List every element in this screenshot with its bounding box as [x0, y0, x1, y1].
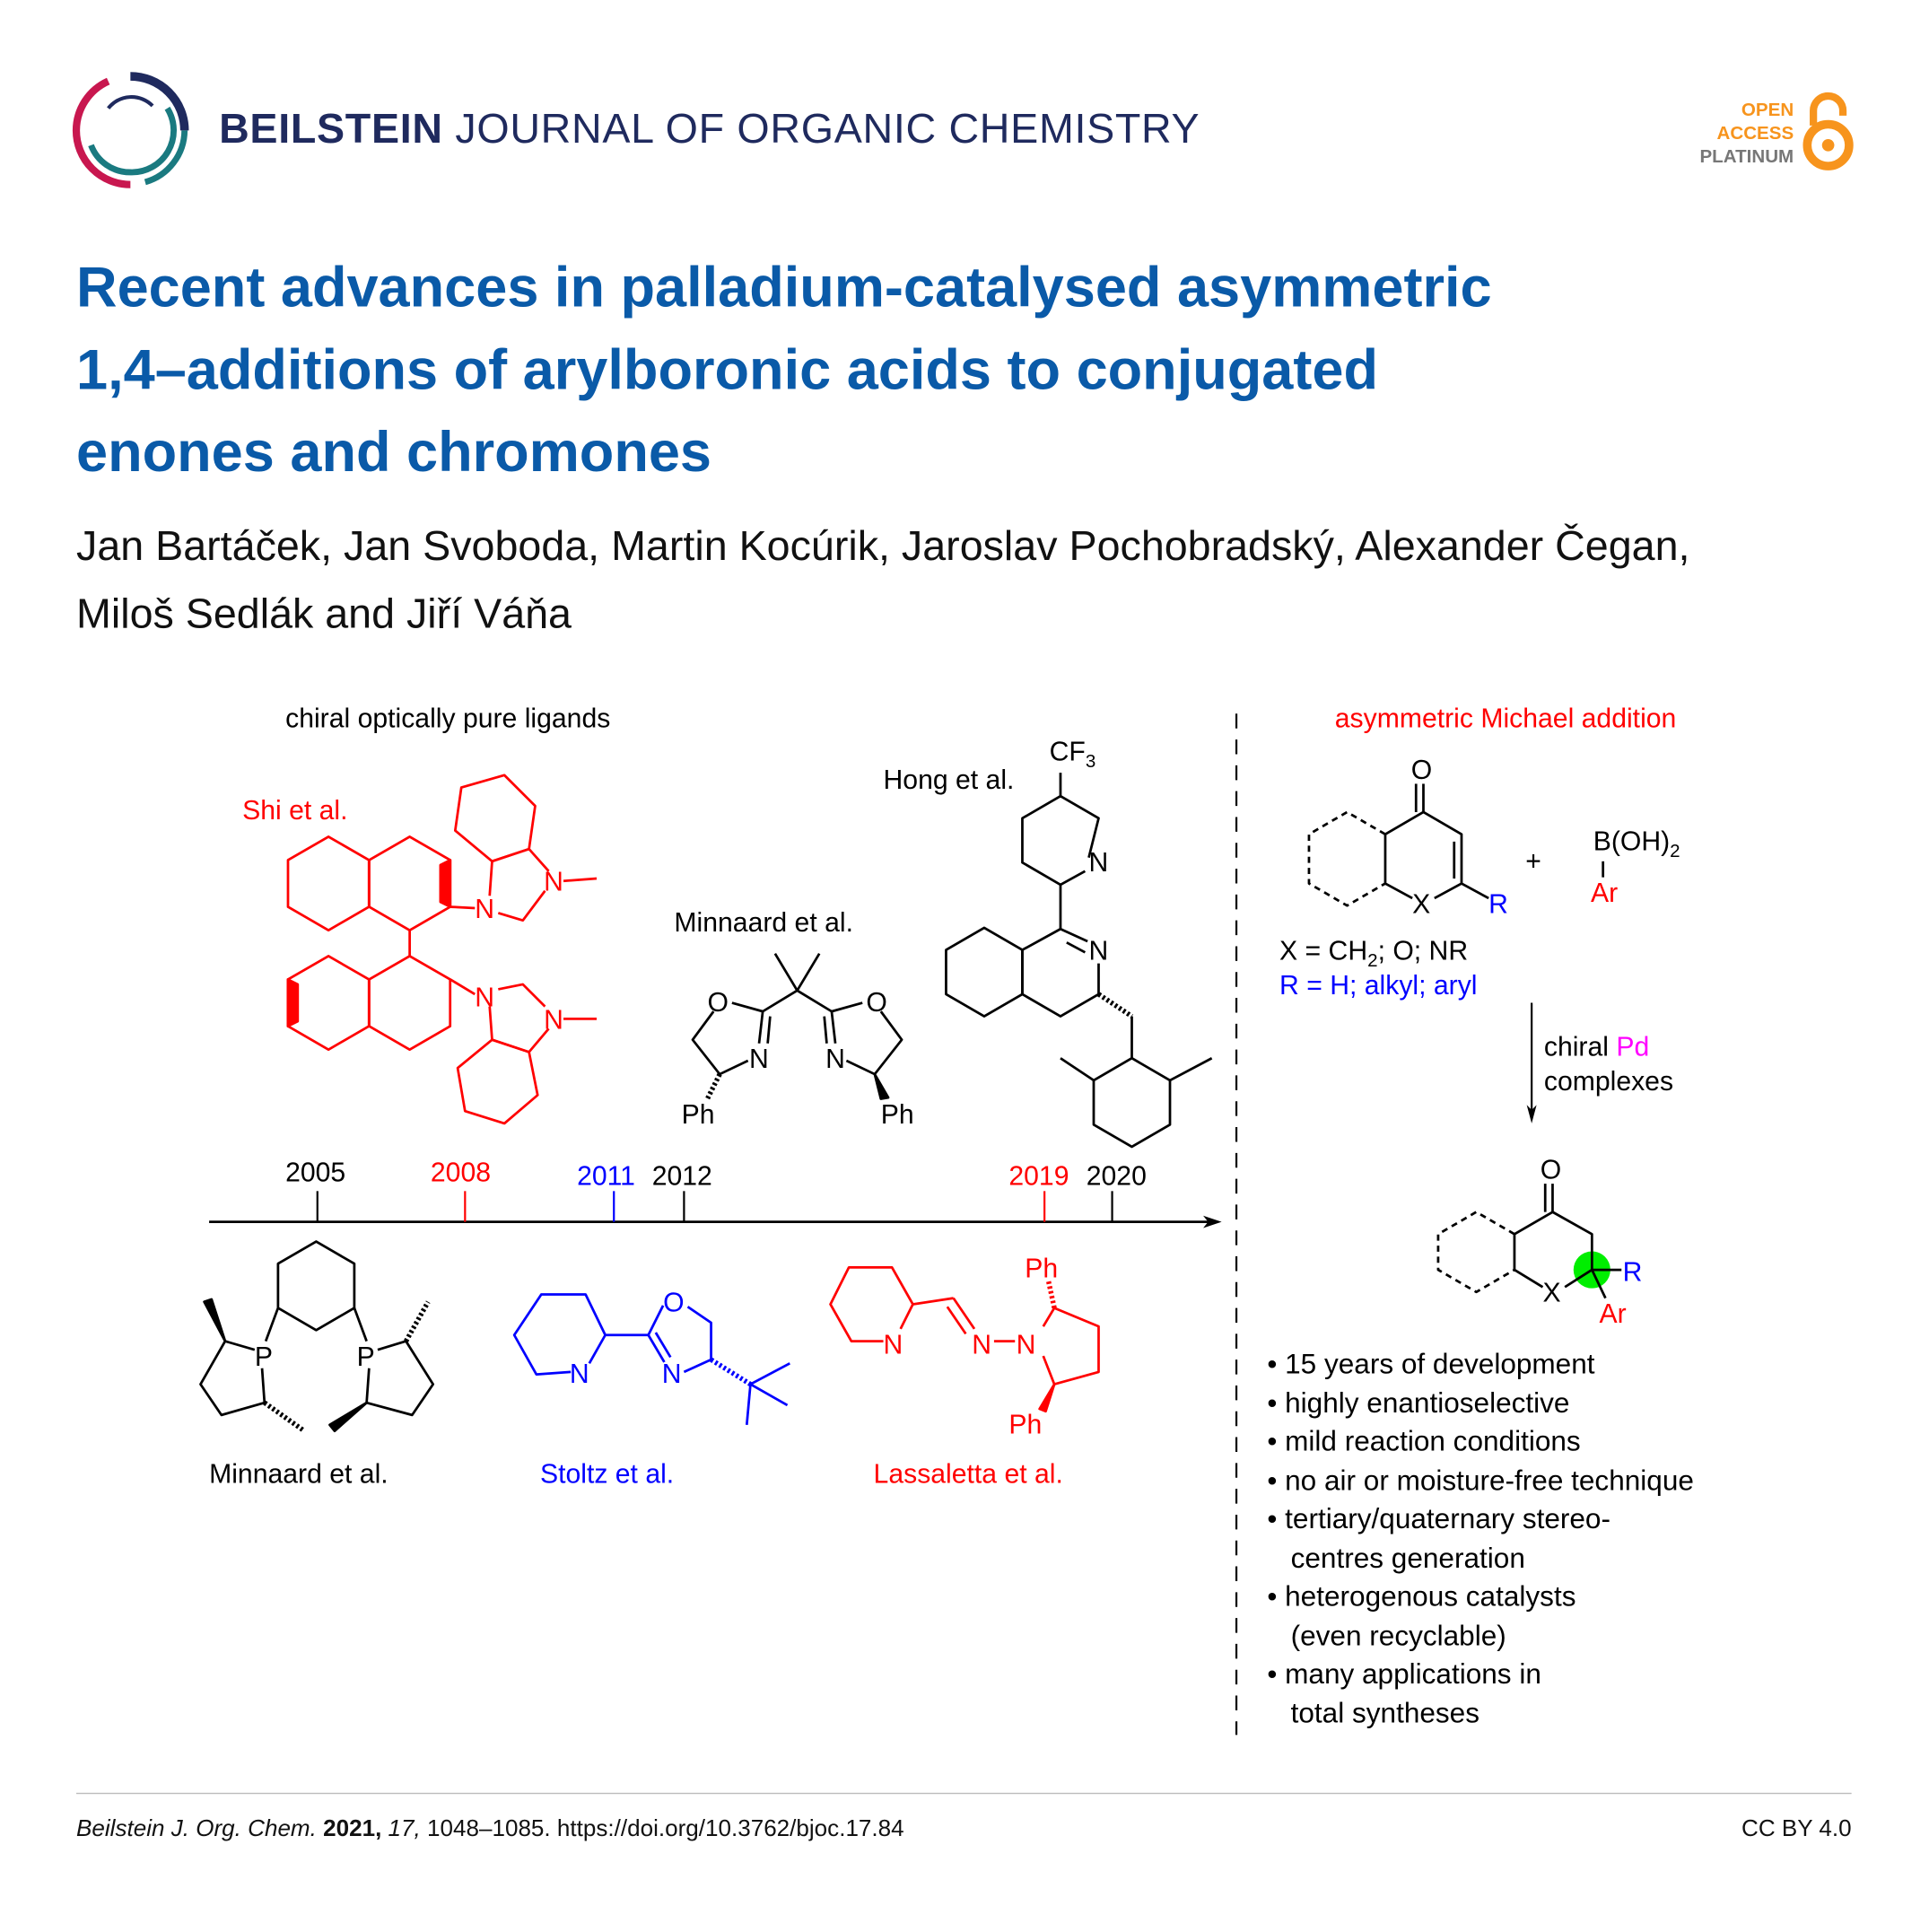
svg-text:N: N [544, 1005, 563, 1035]
reaction-arrow [1526, 1002, 1537, 1123]
feature-bullet: • no air or moisture-free technique [1267, 1464, 1694, 1496]
minnaard-box-label: Minnaard et al. [674, 906, 853, 938]
timeline-year-label: 2005 [285, 1158, 345, 1187]
title-line-3: enones and chromones [76, 419, 712, 484]
feature-bullet: • heterogenous catalysts [1267, 1579, 1576, 1613]
authors-line-2: Miloš Sedlák and Jiří Váňa [76, 590, 572, 638]
svg-text:O: O [866, 988, 886, 1018]
authors-line-1: Jan Bartáček, Jan Svoboda, Martin Kocúri… [76, 522, 1690, 570]
condition-line-2: complexes [1543, 1065, 1674, 1097]
lassaletta-label: Lassaletta et al. [873, 1457, 1063, 1490]
svg-text:R: R [1488, 889, 1508, 919]
svg-text:O: O [1411, 756, 1432, 785]
svg-text:O: O [707, 988, 728, 1018]
svg-text:N: N [1089, 848, 1109, 878]
timeline-year-label: 2020 [1087, 1161, 1147, 1191]
feature-bullet: • tertiary/quaternary stereo- [1267, 1502, 1610, 1534]
stoltz-label: Stoltz et al. [539, 1457, 675, 1490]
svg-text:N: N [475, 895, 494, 924]
svg-text:N: N [825, 1045, 845, 1074]
timeline-arrowhead [1203, 1215, 1222, 1228]
enone-substrate-structure: O X R + Ar [1307, 756, 1618, 919]
svg-text:Ar: Ar [1591, 879, 1618, 908]
svg-text:N: N [749, 1045, 769, 1074]
svg-text:N: N [1089, 937, 1109, 966]
title-line-1: Recent advances in palladium-catalysed a… [76, 254, 1492, 319]
svg-text:N: N [570, 1359, 589, 1389]
feature-bullet: • 15 years of development [1267, 1347, 1595, 1380]
timeline-year-label: 2011 [577, 1161, 635, 1191]
minnaard-phospholane-structure: P P [199, 1240, 435, 1433]
feature-bullet: (even recyclable) [1267, 1618, 1506, 1651]
aromatic-ring [368, 835, 452, 931]
svg-text:N: N [475, 983, 494, 1013]
feature-bullet: centres generation [1267, 1541, 1525, 1574]
lassaletta-ligand-structure: N N N Ph Ph [829, 1254, 1100, 1439]
timeline: 2005 2008 2011 2012 2019 2020 [209, 1158, 1222, 1228]
shi-ligand-structure: N N N N [286, 774, 598, 1125]
stoltz-ligand-structure: N O N [512, 1289, 790, 1425]
svg-text:N: N [884, 1330, 903, 1359]
minnaard-phos-label: Minnaard et al. [209, 1457, 388, 1490]
beilstein-logo-icon [72, 72, 189, 188]
feature-bullet: total syntheses [1267, 1696, 1479, 1728]
license: CC BY 4.0 [1741, 1815, 1852, 1842]
svg-text:N: N [1017, 1330, 1036, 1359]
title-line-2: 1,4–additions of arylboronic acids to co… [76, 337, 1379, 402]
svg-text:X: X [1412, 889, 1430, 919]
timeline-year-label: 2008 [431, 1158, 491, 1187]
svg-text:O: O [663, 1289, 684, 1318]
svg-text:O: O [1541, 1156, 1561, 1185]
aromatic-ring [368, 955, 452, 1052]
footer-divider [76, 1792, 1852, 1795]
left-heading: chiral optically pure ligands [285, 702, 611, 734]
svg-text:P: P [255, 1342, 273, 1372]
svg-text:N: N [662, 1359, 682, 1389]
svg-text:P: P [357, 1342, 375, 1372]
shi-label: Shi et al. [242, 794, 348, 826]
open-access-badge: OPEN ACCESS PLATINUM [1699, 100, 1794, 168]
feature-bullet: • many applications in [1267, 1657, 1541, 1690]
svg-text:+: + [1525, 846, 1541, 876]
feature-bullet: • mild reaction conditions [1267, 1424, 1581, 1457]
svg-text:Ph: Ph [682, 1100, 715, 1130]
open-access-lock-icon [1802, 92, 1854, 170]
minnaard-box-ligand-structure: O N Ph O N Ph [682, 952, 914, 1130]
boronic-acid-label: B(OH)2 [1593, 826, 1680, 862]
svg-text:X: X [1542, 1279, 1560, 1308]
journal-name: BEILSTEIN JOURNAL OF ORGANIC CHEMISTRY [219, 105, 1200, 153]
product-structure: O X R Ar [1436, 1156, 1643, 1329]
right-heading: asymmetric Michael addition [1334, 702, 1677, 734]
citation: Beilstein J. Org. Chem. 2021, 17, 1048–1… [76, 1815, 904, 1842]
svg-text:Ar: Ar [1600, 1299, 1627, 1329]
x-definition: X = CH2; O; NR [1279, 935, 1469, 972]
r-definition: R = H; alkyl; aryl [1279, 969, 1478, 1001]
svg-text:Ph: Ph [1008, 1410, 1042, 1439]
svg-text:Ph: Ph [881, 1100, 914, 1130]
condition-line-1: chiral Pd [1543, 1031, 1650, 1062]
cf3-label: CF3 [1049, 735, 1096, 773]
aromatic-ring [286, 835, 371, 931]
hong-ligand-structure: N N [945, 773, 1213, 1149]
timeline-year-label: 2012 [652, 1161, 712, 1191]
svg-text:N: N [972, 1330, 991, 1359]
feature-bullet: • highly enantioselective [1267, 1386, 1570, 1419]
svg-text:R: R [1623, 1257, 1643, 1287]
timeline-year-label: 2019 [1008, 1161, 1069, 1191]
aromatic-ring [286, 955, 371, 1052]
svg-text:N: N [544, 868, 563, 897]
hong-label: Hong et al. [883, 764, 1015, 795]
svg-text:Ph: Ph [1025, 1254, 1058, 1283]
